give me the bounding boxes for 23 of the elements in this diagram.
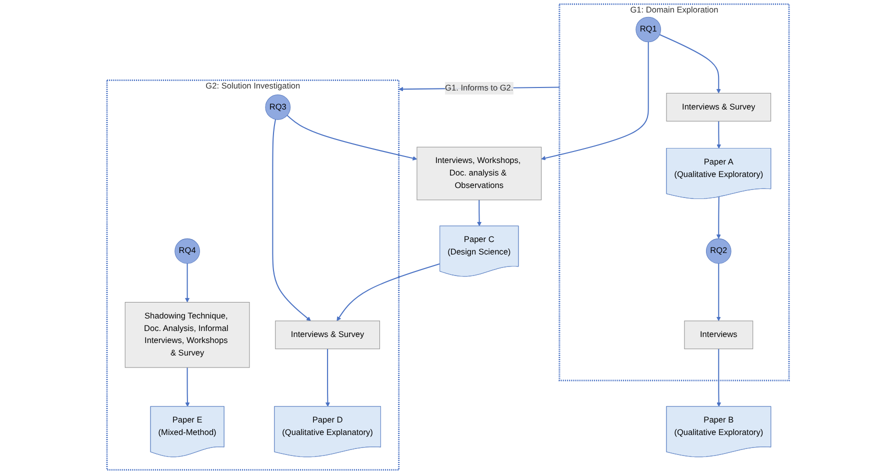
node-box: Interviews (684, 320, 754, 350)
arrow (716, 264, 721, 322)
arrow (272, 119, 311, 322)
node-box: Interviews & Survey (666, 92, 772, 122)
arrow (336, 263, 440, 322)
arrow (716, 121, 722, 149)
arrow (541, 42, 649, 160)
arrow (716, 196, 721, 239)
arrow (716, 348, 722, 407)
node-circle: RQ2 (706, 238, 732, 264)
arrow (286, 115, 418, 160)
node-circle: RQ1 (636, 16, 662, 42)
arrow (185, 264, 190, 302)
arrow (325, 348, 330, 407)
arrow (477, 200, 482, 226)
edge-label: G1. Informs to G2. (445, 84, 514, 92)
node-circle: RQ4 (174, 238, 200, 264)
node-box: Interviews & Survey (275, 320, 380, 350)
arrow (659, 34, 721, 94)
node-box: Shadowing Technique, Doc. Analysis, Informal Interviews, Workshops & Survey (124, 302, 250, 368)
arrow (185, 368, 190, 407)
node-circle: RQ3 (265, 94, 291, 120)
node-box: Interviews, Workshops, Doc. analysis & Observations (416, 146, 542, 200)
